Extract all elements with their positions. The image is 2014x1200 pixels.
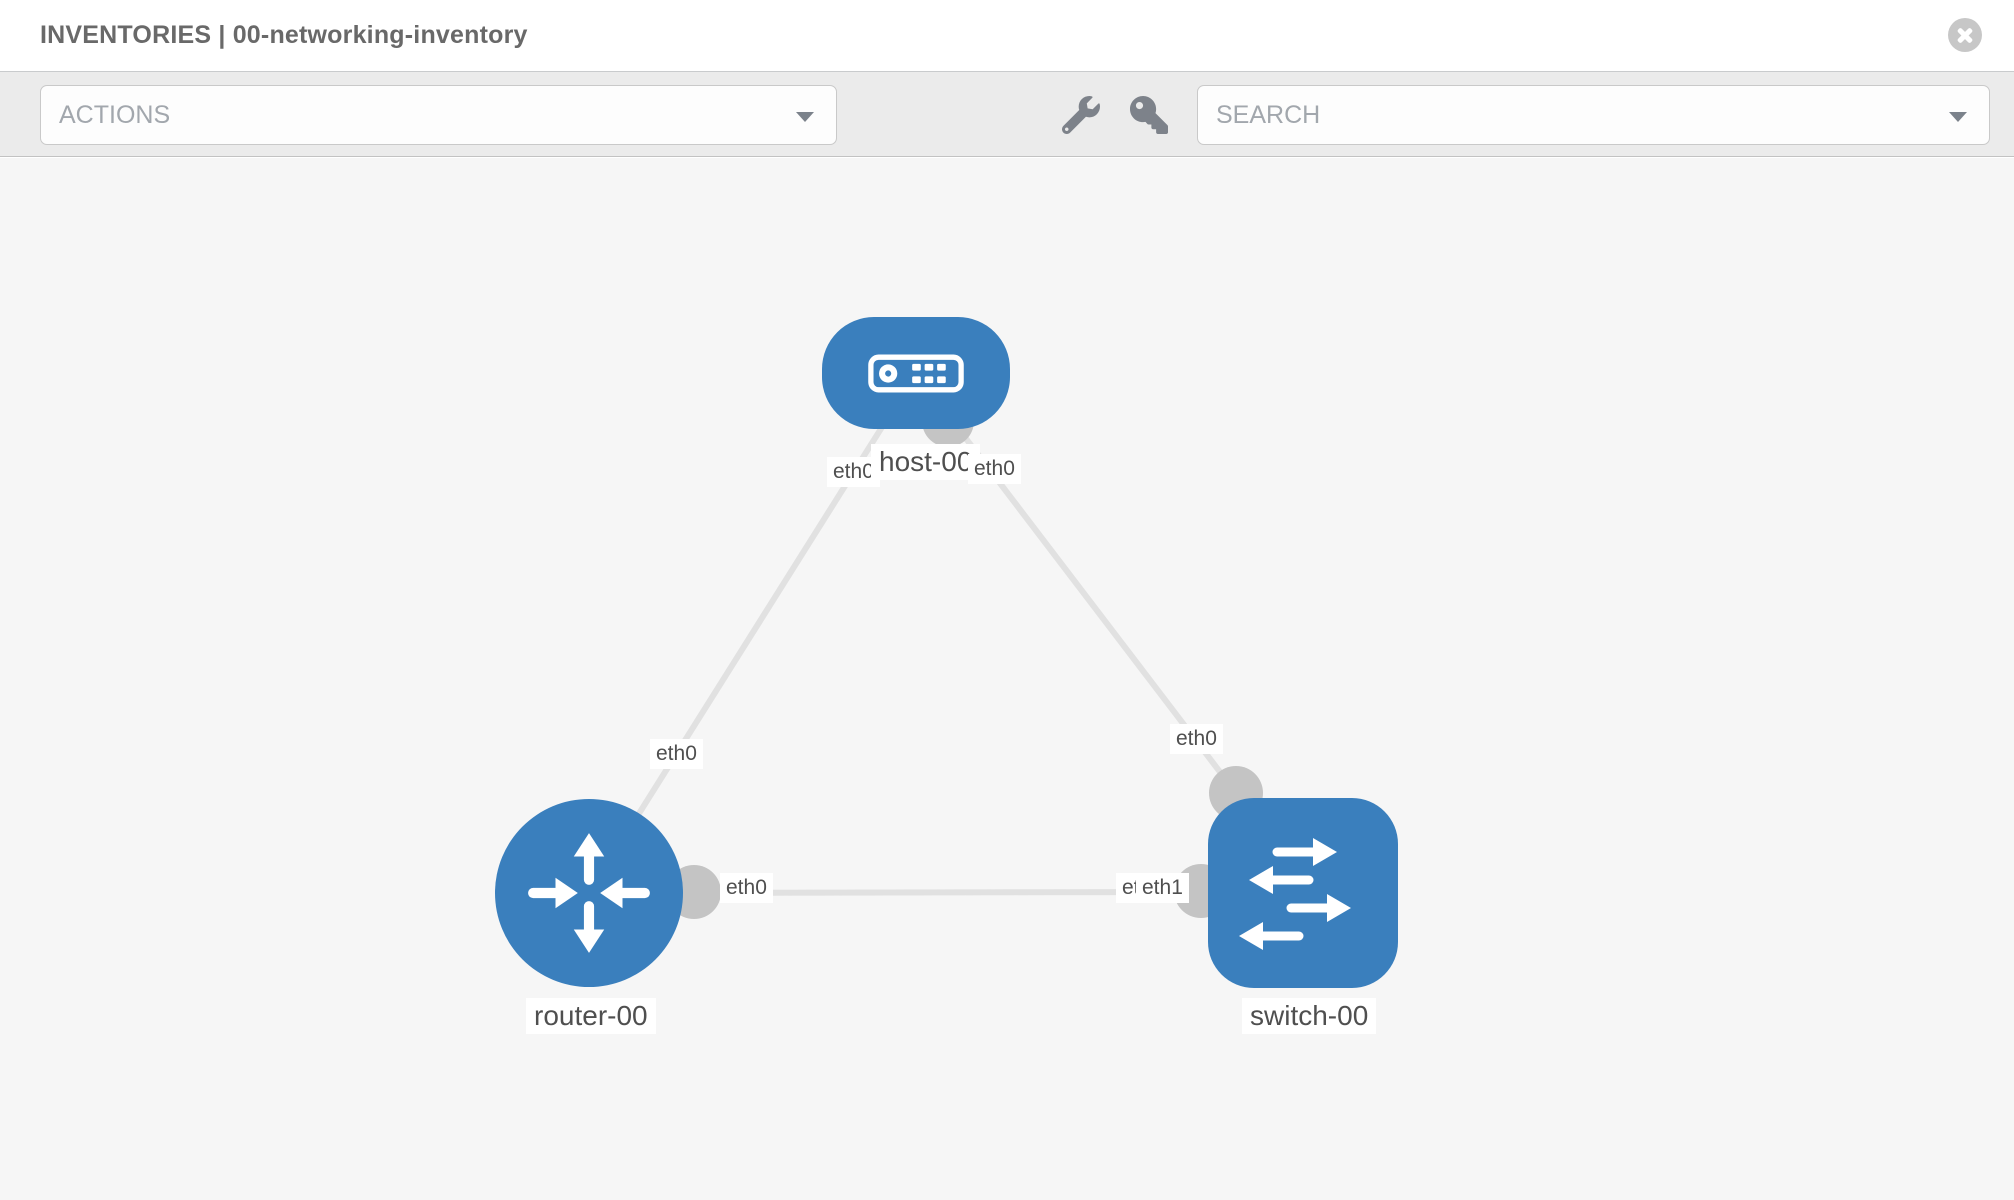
caret-down-icon bbox=[1949, 112, 1967, 122]
interface-label: eth0 bbox=[968, 454, 1021, 484]
interface-label: eth0 bbox=[650, 739, 703, 769]
node-router-00[interactable] bbox=[495, 799, 683, 987]
actions-dropdown-label: ACTIONS bbox=[59, 101, 171, 129]
switch-icon bbox=[1239, 838, 1351, 950]
topology-canvas[interactable]: eth0 host-00 eth0 eth0 eth0 router-00 et… bbox=[0, 158, 2014, 1200]
interface-label: eth0 bbox=[1170, 724, 1223, 754]
header: INVENTORIES | 00-networking-inventory bbox=[0, 0, 2014, 72]
tools-button[interactable] bbox=[1061, 96, 1100, 135]
host-icon bbox=[868, 354, 964, 392]
node-label-router: router-00 bbox=[526, 998, 656, 1034]
interface-label: eth1 bbox=[1136, 873, 1189, 903]
links-layer bbox=[586, 371, 1263, 919]
node-label-switch: switch-00 bbox=[1242, 998, 1377, 1034]
node-label-host: host-00 bbox=[871, 444, 981, 480]
link-host-switch bbox=[913, 371, 1239, 795]
toolbar: ACTIONS SEARCH bbox=[0, 72, 2014, 157]
close-button[interactable] bbox=[1948, 18, 1982, 52]
search-dropdown[interactable]: SEARCH bbox=[1197, 85, 1990, 145]
node-host-00[interactable] bbox=[822, 317, 1010, 429]
page-title: INVENTORIES | 00-networking-inventory bbox=[40, 21, 528, 49]
key-icon bbox=[1130, 96, 1168, 134]
actions-dropdown[interactable]: ACTIONS bbox=[40, 85, 837, 145]
node-switch-00[interactable] bbox=[1208, 798, 1398, 988]
credentials-button[interactable] bbox=[1130, 96, 1168, 134]
wrench-icon bbox=[1061, 96, 1100, 135]
router-icon bbox=[528, 833, 650, 953]
interface-label: eth0 bbox=[720, 873, 773, 903]
caret-down-icon bbox=[796, 112, 814, 122]
search-dropdown-label: SEARCH bbox=[1216, 101, 1321, 129]
